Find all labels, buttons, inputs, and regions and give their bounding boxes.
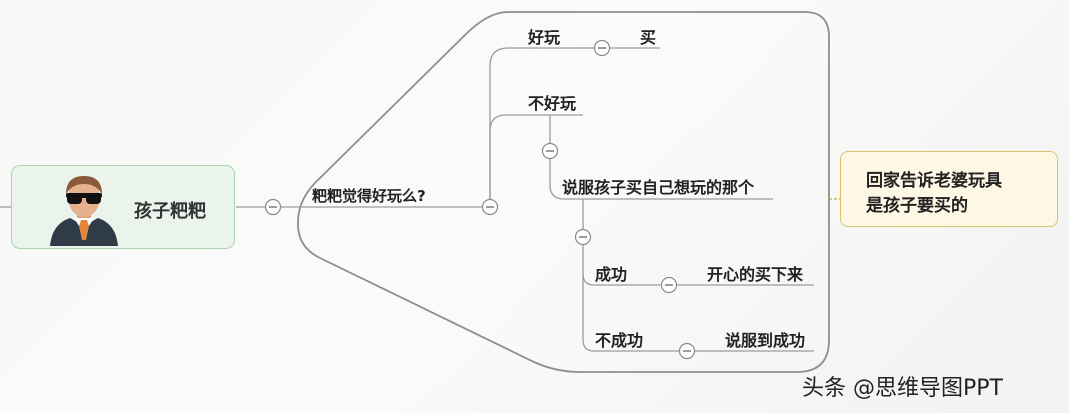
watermark: 头条 @思维导图PPT [802,376,1003,401]
note-node[interactable]: 回家告诉老婆玩具 是孩子要买的 [840,151,1058,227]
collapse-toggle-root[interactable] [264,198,282,216]
connector-question-fun [489,47,589,207]
success-result-label[interactable]: 开心的买下来 [707,265,804,284]
collapse-toggle-notfun[interactable] [541,142,559,160]
fun-label[interactable]: 好玩 [528,28,561,47]
connector-notfun-action [549,115,773,200]
collapse-toggle-fun[interactable] [593,39,611,57]
boundary-outline [297,11,830,373]
action-label[interactable]: 说服孩子买自己想玩的那个 [562,178,755,197]
connector-action-failure [582,274,814,352]
fun-result-label[interactable]: 买 [640,28,657,47]
collapse-toggle-question[interactable] [481,198,499,216]
failure-label[interactable]: 不成功 [595,331,644,350]
note-line-1: 回家告诉老婆玩具 [866,171,1002,191]
collapse-toggle-action[interactable] [574,228,592,246]
notfun-label[interactable]: 不好玩 [528,94,577,113]
success-label[interactable]: 成功 [595,265,628,284]
failure-result-label[interactable]: 说服到成功 [725,331,806,350]
collapse-toggle-success[interactable] [660,276,678,294]
note-line-2: 是孩子要买的 [866,196,968,216]
root-label: 孩子粑粑 [134,201,206,222]
businessman-sunglasses-icon [50,176,118,246]
root-node[interactable]: 孩子粑粑 [11,165,235,249]
question-label[interactable]: 粑粑觉得好玩么? [312,187,426,205]
connector-question-notfun [489,114,583,207]
collapse-toggle-failure[interactable] [678,342,696,360]
